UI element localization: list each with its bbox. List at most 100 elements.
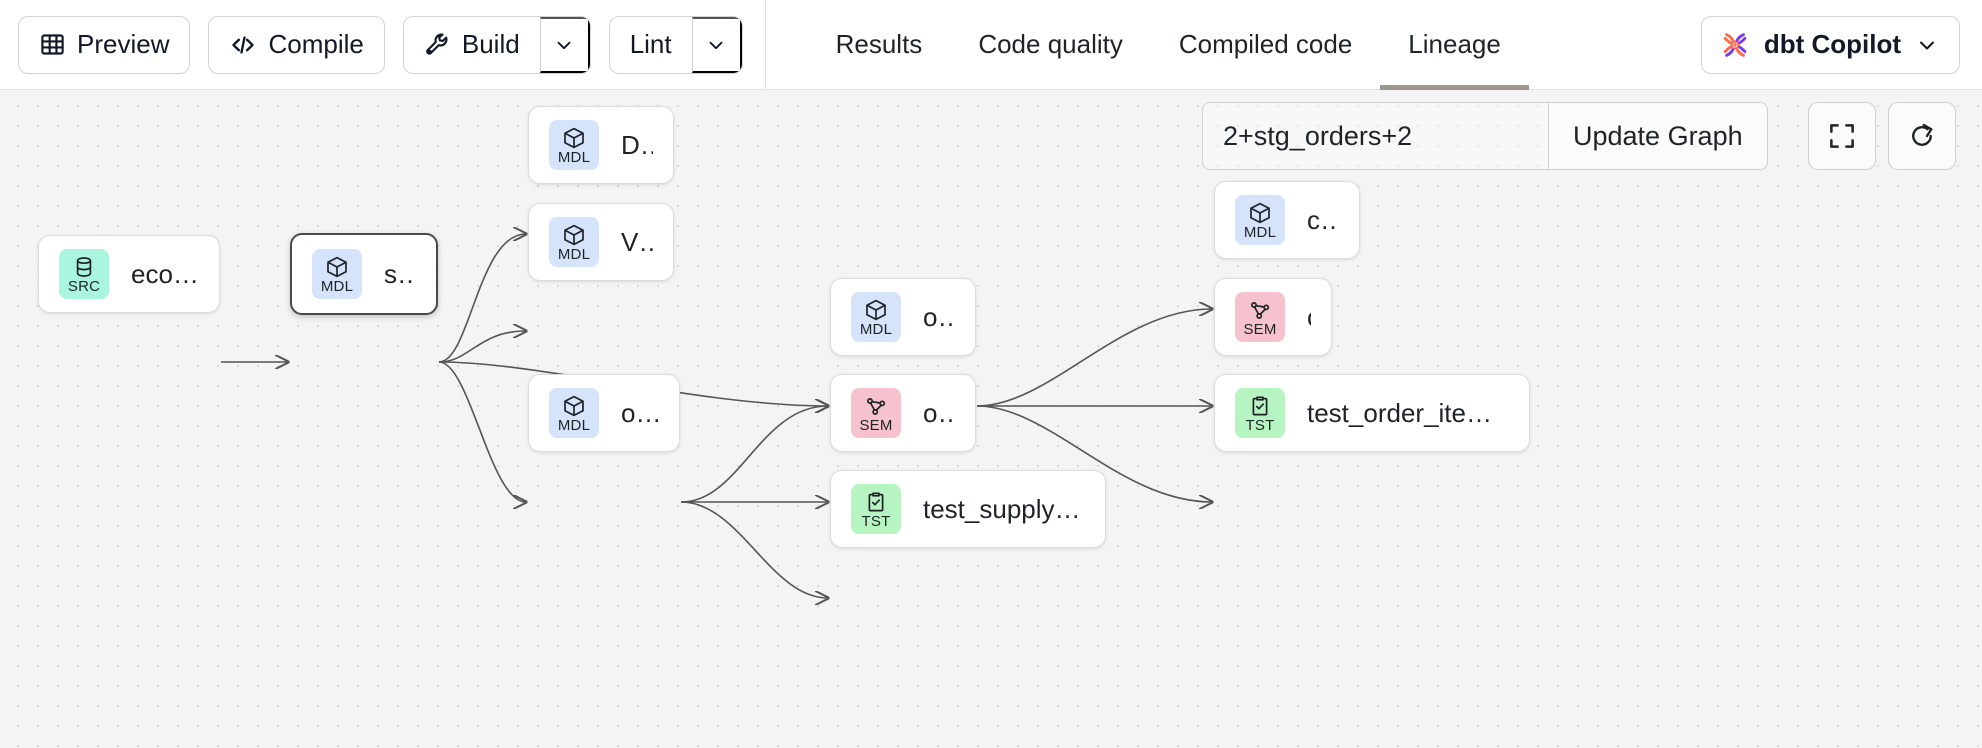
node-type-badge-src: SRC — [59, 249, 109, 299]
semantic-graph-icon — [1248, 298, 1272, 322]
update-graph-label: Update Graph — [1573, 120, 1743, 151]
node-type-badge-sem: SEM — [1235, 292, 1285, 342]
node-type-badge-mdl: MDL — [549, 217, 599, 267]
app-header: Preview Compile Build — [0, 0, 1982, 90]
tab-lineage[interactable]: Lineage — [1380, 0, 1529, 90]
node-type-badge-mdl: MDL — [549, 120, 599, 170]
wrench-icon — [424, 31, 451, 58]
toolbar-tabs-divider — [764, 0, 766, 90]
editor-toolbar: Preview Compile Build — [0, 0, 743, 89]
node-type-badge-tst: TST — [851, 484, 901, 534]
dbt-copilot-logo-icon — [1720, 30, 1750, 60]
lineage-node-ve_demo[interactable]: MDL VE_Demo — [528, 203, 674, 281]
node-type-badge-tst: TST — [1235, 388, 1285, 438]
node-type-badge-mdl: MDL — [312, 249, 362, 299]
lineage-node-order_items[interactable]: MDL order_items — [528, 374, 680, 452]
lineage-edges — [221, 90, 1982, 748]
compile-button-label: Compile — [268, 29, 364, 59]
dbt-copilot-button[interactable]: dbt Copilot — [1700, 15, 1960, 74]
lineage-node-label: test_order_items_compute_to_bools_c… — [1307, 397, 1509, 428]
lineage-node-label: Demo — [621, 129, 653, 160]
semantic-graph-icon — [864, 394, 888, 418]
lineage-node-label: order_items — [621, 397, 659, 428]
fit-view-button[interactable] — [1807, 102, 1876, 170]
build-split-button: Build — [402, 15, 591, 74]
table-icon — [39, 31, 66, 58]
cube-icon — [562, 223, 586, 247]
node-type-badge-sem: SEM — [851, 388, 901, 438]
lineage-node-stg_orders[interactable]: MDL stg_orders — [290, 233, 438, 315]
build-button-label: Build — [461, 29, 520, 59]
lint-dropdown-toggle[interactable] — [691, 16, 742, 73]
lineage-node-label: orders — [923, 301, 955, 332]
graph-selector-group: Update Graph — [1202, 102, 1768, 170]
tab-compiled-code[interactable]: Compiled code — [1151, 0, 1380, 90]
tab-code-quality-label: Code quality — [978, 29, 1123, 59]
database-icon — [72, 255, 96, 279]
clipboard-check-icon — [864, 490, 888, 514]
lineage-node-label: stg_orders — [384, 258, 416, 289]
node-type-badge-mdl: MDL — [549, 388, 599, 438]
node-type-badge-mdl: MDL — [851, 292, 901, 342]
cube-icon — [562, 394, 586, 418]
lineage-node-test_supply[interactable]: TST test_supply_costs_sum_correctly — [830, 470, 1106, 548]
refresh-icon — [1907, 121, 1937, 151]
lineage-node-label: test_supply_costs_sum_correctly — [923, 493, 1085, 524]
cube-icon — [864, 298, 888, 322]
tab-code-quality[interactable]: Code quality — [950, 0, 1151, 90]
result-tabs: Results Code quality Compiled code Linea… — [808, 0, 1529, 90]
chevron-down-icon — [705, 34, 727, 56]
lineage-node-test_order_items[interactable]: TST test_order_items_compute_to_bools_c… — [1214, 374, 1530, 452]
lineage-node-customers[interactable]: MDL customers — [1214, 181, 1360, 259]
lineage-node-label: VE_Demo — [621, 226, 653, 257]
lineage-node-label: ecom.raw_orders — [131, 258, 199, 289]
lineage-node-label: order_item — [923, 397, 955, 428]
node-type-abbr: MDL — [557, 416, 591, 434]
node-type-abbr: TST — [861, 512, 891, 530]
clipboard-check-icon — [1248, 394, 1272, 418]
graph-selector-input[interactable] — [1203, 103, 1548, 169]
tab-lineage-label: Lineage — [1408, 29, 1501, 59]
refresh-graph-button[interactable] — [1887, 102, 1956, 170]
cube-icon — [562, 126, 586, 150]
build-button[interactable]: Build — [404, 17, 540, 73]
lineage-canvas[interactable]: Update Graph — [0, 90, 1982, 748]
node-type-abbr: TST — [1245, 416, 1275, 434]
lint-button-label: Lint — [629, 29, 672, 59]
tab-compiled-code-label: Compiled code — [1178, 29, 1353, 59]
code-brackets-icon — [229, 31, 257, 59]
node-type-abbr: MDL — [557, 245, 591, 263]
graph-controls: Update Graph — [1202, 102, 1956, 170]
tab-results-label: Results — [835, 29, 923, 59]
tab-results[interactable]: Results — [808, 0, 951, 90]
node-type-abbr: SRC — [67, 277, 101, 295]
chevron-down-icon — [1915, 33, 1939, 57]
cube-icon — [1248, 201, 1272, 225]
graph-view-buttons — [1807, 102, 1956, 170]
node-type-abbr: SEM — [1243, 320, 1277, 338]
preview-button[interactable]: Preview — [18, 15, 191, 74]
dbt-copilot-label: dbt Copilot — [1763, 29, 1901, 59]
node-type-abbr: MDL — [1243, 223, 1277, 241]
lineage-node-demo[interactable]: MDL Demo — [528, 106, 674, 184]
node-type-abbr: SEM — [859, 416, 893, 434]
lint-split-button: Lint — [608, 15, 743, 74]
node-type-abbr: MDL — [320, 277, 354, 295]
lineage-node-orders_mdl[interactable]: MDL orders — [830, 278, 976, 356]
update-graph-button[interactable]: Update Graph — [1548, 103, 1767, 169]
chevron-down-icon — [553, 34, 575, 56]
lineage-node-ecom_raw_orders[interactable]: SRC ecom.raw_orders — [38, 235, 220, 313]
build-dropdown-toggle[interactable] — [539, 16, 590, 73]
node-type-badge-mdl: MDL — [1235, 195, 1285, 245]
node-type-abbr: MDL — [859, 320, 893, 338]
lineage-node-order_item_sem[interactable]: SEM order_item — [830, 374, 976, 452]
compile-button[interactable]: Compile — [208, 15, 385, 74]
node-type-abbr: MDL — [557, 148, 591, 166]
lint-button[interactable]: Lint — [610, 17, 692, 73]
lineage-node-label: customers — [1307, 204, 1339, 235]
preview-button-label: Preview — [77, 29, 170, 59]
fit-view-icon — [1827, 121, 1857, 151]
lineage-node-orders_sem[interactable]: SEM orders — [1214, 278, 1332, 356]
cube-icon — [325, 255, 349, 279]
lineage-node-label: orders — [1307, 302, 1311, 333]
